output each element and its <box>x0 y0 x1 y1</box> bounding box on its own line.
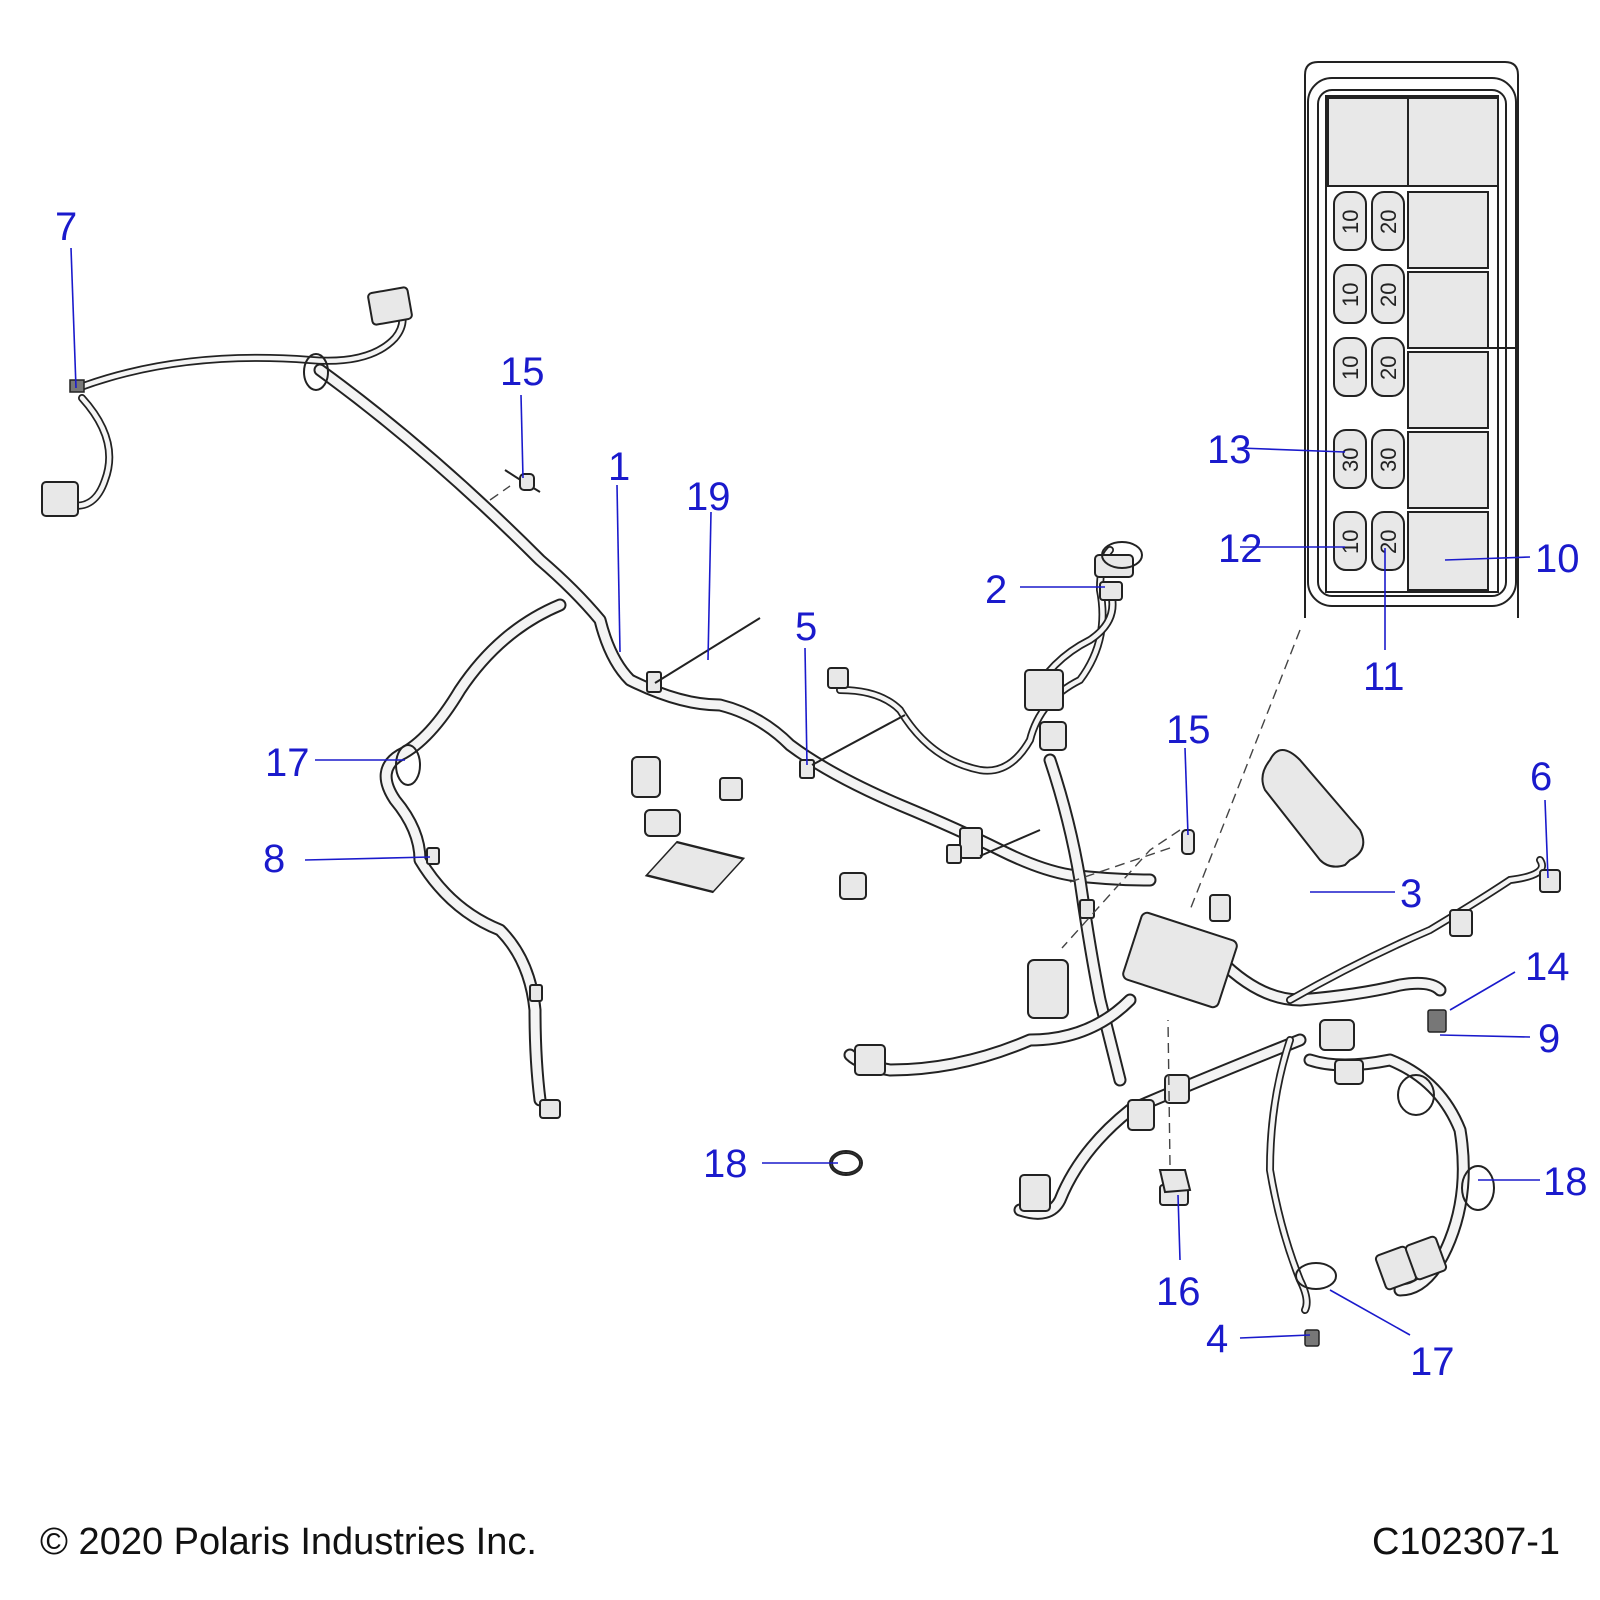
callout-10: 10 <box>1535 537 1580 581</box>
fuse-rating-r0-left: 10 <box>1338 210 1363 234</box>
callout-4: 4 <box>1206 1317 1228 1361</box>
fuse-box-inset: 10 20 10 20 10 20 30 30 10 20 <box>1304 61 1519 618</box>
callout-8: 8 <box>263 837 285 881</box>
callout-14: 14 <box>1525 945 1570 989</box>
callout-17a: 17 <box>265 741 310 785</box>
callout-15a: 15 <box>500 350 545 394</box>
fuse-label-decal <box>644 840 746 894</box>
fuse-rating-r1-right: 20 <box>1376 283 1401 307</box>
callout-9: 9 <box>1538 1017 1560 1061</box>
inset-leader <box>1189 629 1301 911</box>
connectors <box>41 286 1561 1347</box>
leader-lines <box>70 247 1549 1339</box>
fuse-rating-r2-left: 10 <box>1338 356 1363 380</box>
callout-18a: 18 <box>703 1142 748 1186</box>
callout-6: 6 <box>1530 755 1552 799</box>
callout-19: 19 <box>686 475 731 519</box>
callout-1: 1 <box>608 445 630 489</box>
callout-2: 2 <box>985 568 1007 612</box>
callout-15b: 15 <box>1166 708 1211 752</box>
fuse-rating-r3-right: 30 <box>1376 448 1401 472</box>
fuse-box-cover <box>1261 749 1365 868</box>
callout-12: 12 <box>1218 527 1263 571</box>
callout-11: 11 <box>1363 655 1405 699</box>
callout-18b: 18 <box>1543 1160 1588 1204</box>
callout-5: 5 <box>795 605 817 649</box>
callout-16: 16 <box>1156 1270 1201 1314</box>
fuse-rating-r4-left: 10 <box>1338 530 1363 554</box>
fuse-slots <box>1333 191 1405 571</box>
callout-17b: 17 <box>1410 1340 1455 1384</box>
copyright-notice: © 2020 Polaris Industries Inc. <box>40 1521 537 1563</box>
callout-13: 13 <box>1207 428 1252 472</box>
callout-3: 3 <box>1400 872 1422 916</box>
fuse-rating-r1-left: 10 <box>1338 283 1363 307</box>
main-wire-harness <box>66 296 1546 1314</box>
drawing-number: C102307-1 <box>1371 1521 1560 1563</box>
fuse-rating-r2-right: 20 <box>1376 356 1401 380</box>
fuse-rating-r4-right: 20 <box>1376 530 1401 554</box>
callout-labels: 7 15 1 19 5 2 15 13 12 11 10 6 3 14 9 18… <box>55 205 1588 1384</box>
callout-7: 7 <box>55 205 77 249</box>
fuse-rating-r0-right: 20 <box>1376 210 1401 234</box>
